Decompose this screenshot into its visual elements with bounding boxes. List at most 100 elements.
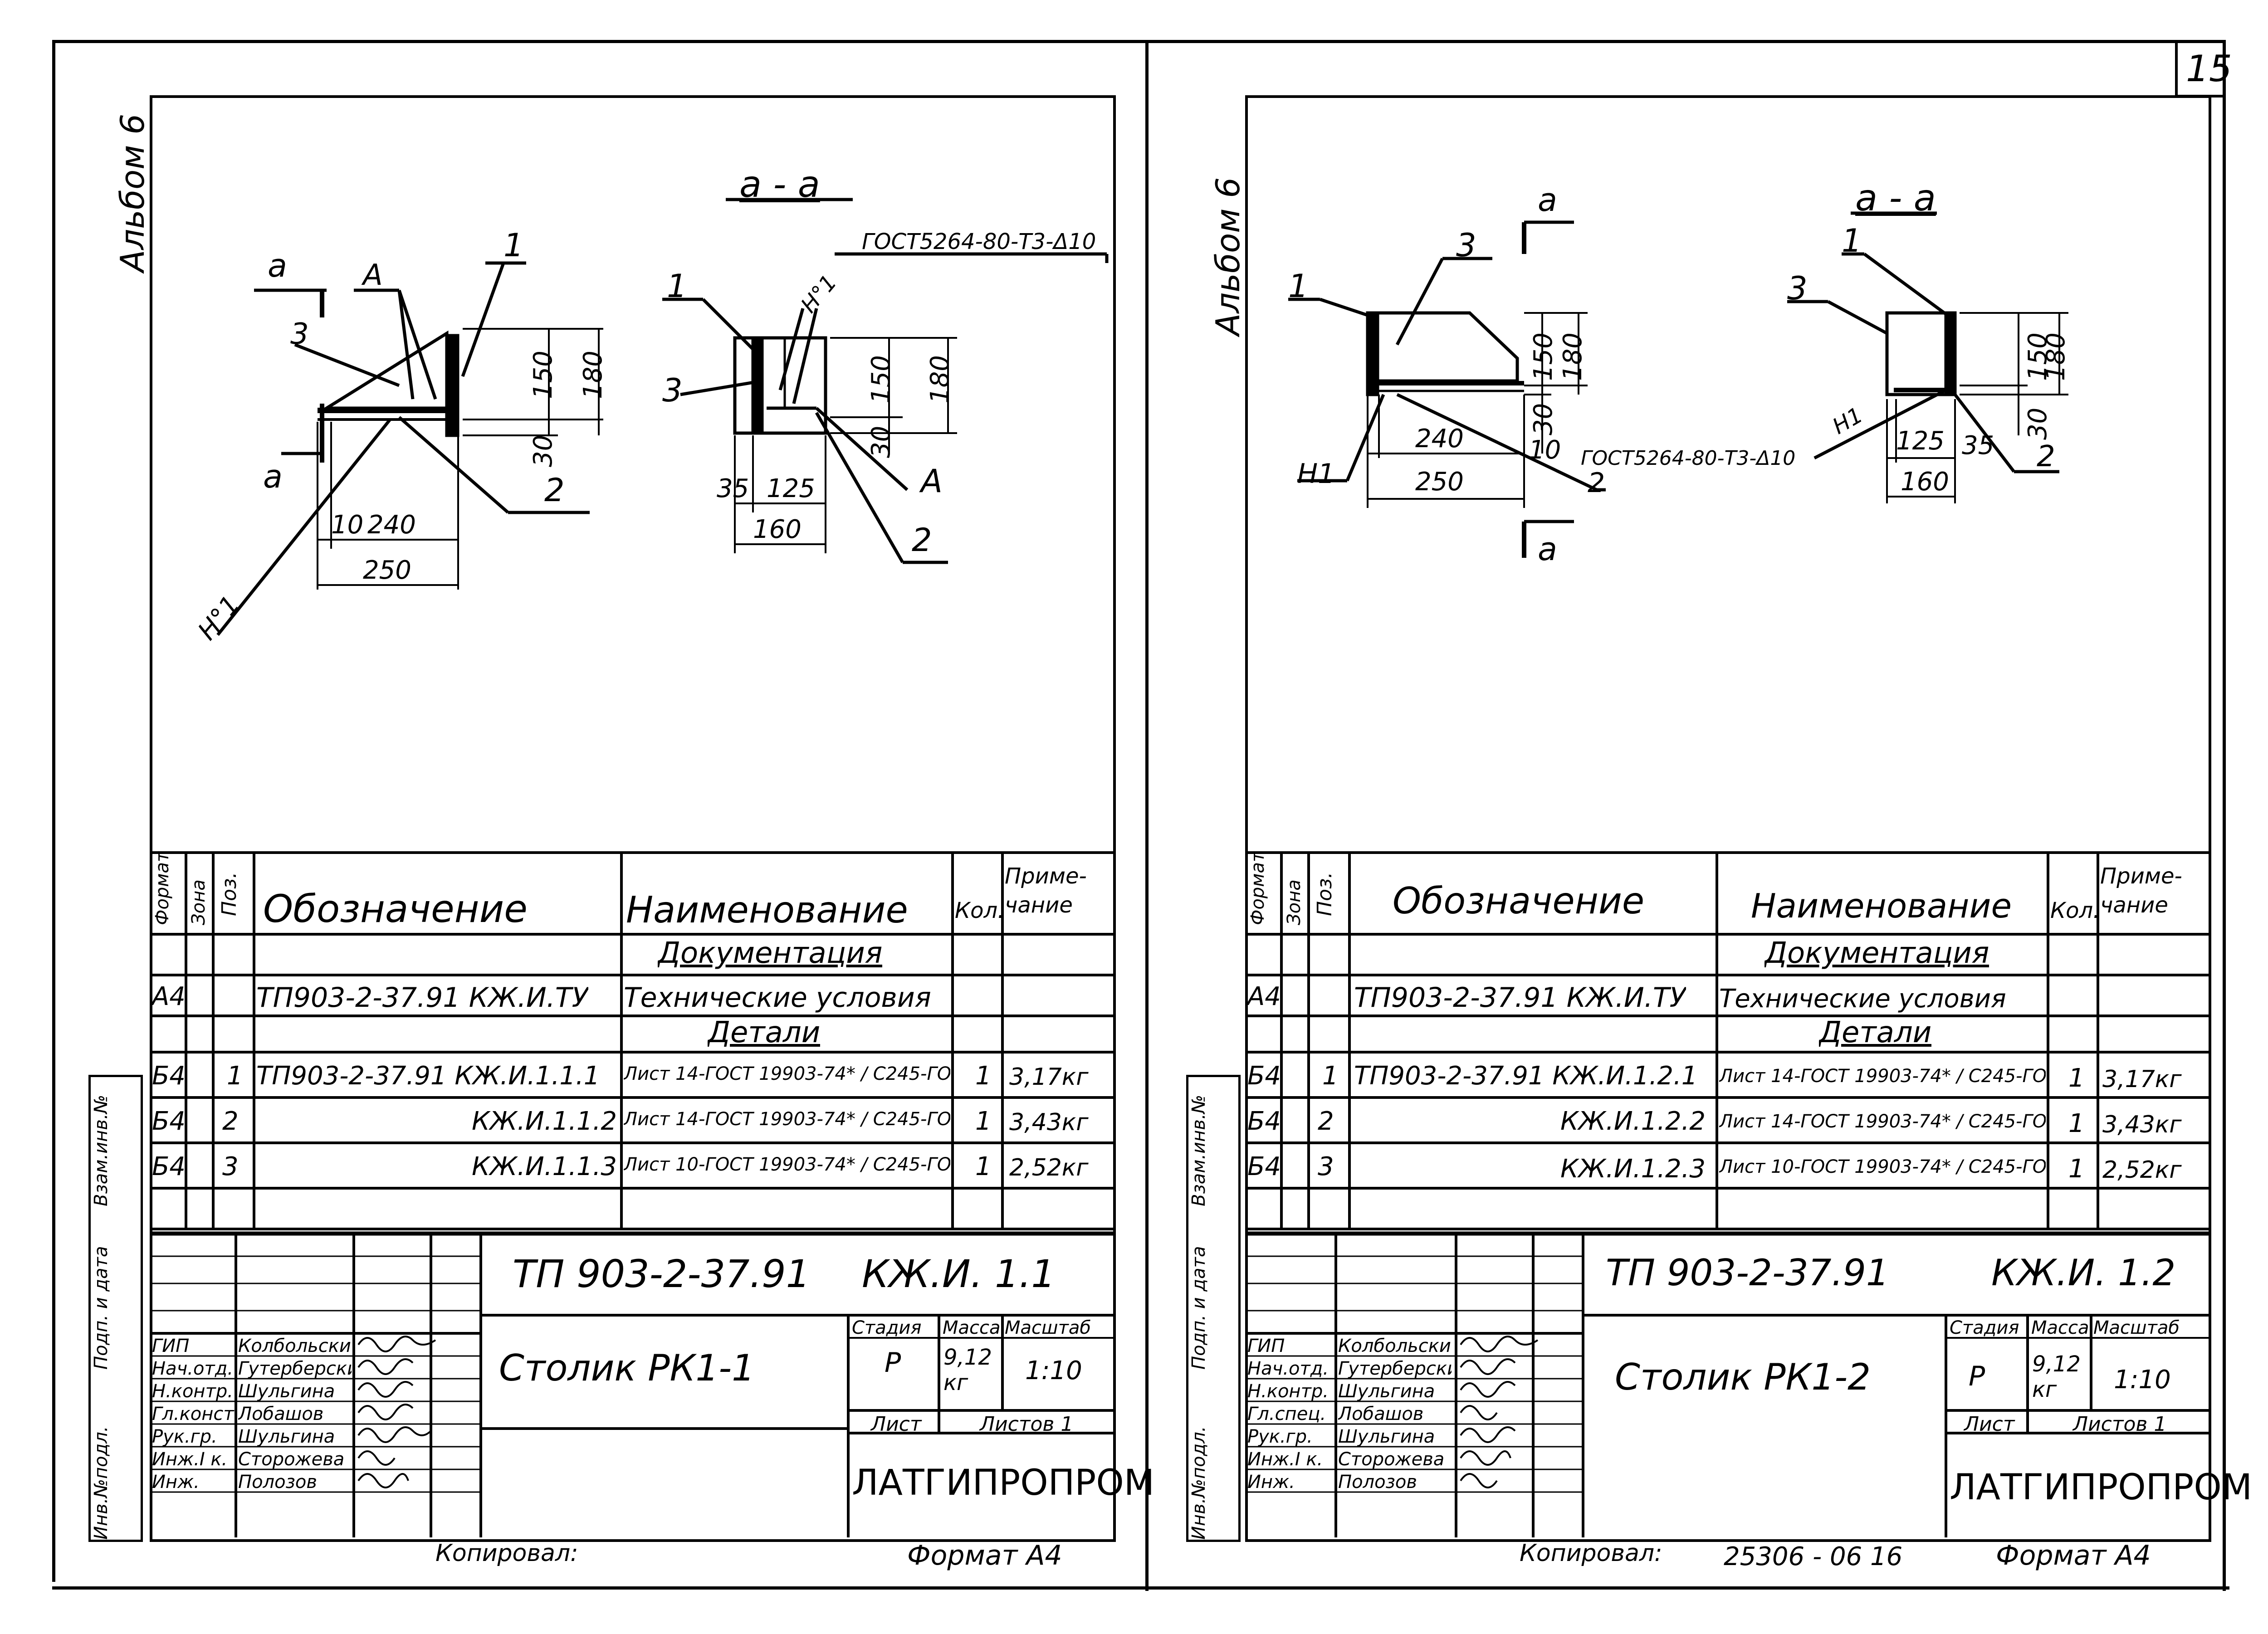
- name: Колбольский: [1338, 1336, 1452, 1356]
- right-stamp-title: Столик РК1-2: [1615, 1356, 1871, 1398]
- right-scale: 1:10: [2114, 1365, 2171, 1395]
- right-dim-240: 240: [1415, 424, 1464, 454]
- name: Шульгина: [238, 1426, 335, 1447]
- left-side-strip: [88, 1075, 143, 1542]
- spec-name: Лист 14-ГОСТ 19903-74* / С245-ГОСТ27772-…: [624, 1109, 950, 1130]
- left-dim-250: 250: [363, 556, 411, 585]
- spec-designation: КЖ.И.1.2.2: [1560, 1107, 1706, 1136]
- left-mass-h: Масса: [943, 1317, 1001, 1338]
- spec-qty: 1: [2068, 1063, 2085, 1093]
- left-dim-240: 240: [367, 510, 416, 540]
- right-format: Формат А4: [1996, 1540, 2151, 1571]
- name: Колбольский: [238, 1336, 352, 1356]
- spec-format: Б4: [1247, 1152, 1281, 1181]
- left-drawing-frame: [150, 95, 1116, 1542]
- role: ГИП: [1247, 1336, 1285, 1356]
- left-sec-pos-1: 1: [667, 268, 687, 305]
- left-pos-2: 2: [544, 472, 565, 509]
- right-dim-250: 250: [1415, 467, 1464, 497]
- spec-format: Б4: [152, 1107, 186, 1136]
- right-hdr-name: Наименование: [1751, 887, 2012, 926]
- left-sec-pos-3: 3: [662, 372, 683, 409]
- left-sec-pos-2: 2: [912, 522, 932, 559]
- left-weld: ГОСТ5264-80-Т3-Δ10: [862, 229, 1096, 254]
- spec-note: 3,43кг: [1009, 1109, 1089, 1136]
- left-sec-dim-35: 35: [717, 474, 749, 503]
- spec-note: 3,43кг: [2102, 1111, 2182, 1138]
- name: Полозов: [238, 1472, 317, 1493]
- spec-designation: ТП903-2-37.91 КЖ.И.1.1.1: [256, 1061, 600, 1091]
- role: ГИП: [152, 1336, 190, 1356]
- spec-designation: КЖ.И.1.1.3: [472, 1152, 617, 1181]
- right-side-strip: [1186, 1075, 1241, 1542]
- spec-pos: 2: [222, 1107, 239, 1136]
- left-copied: Копировал:: [435, 1540, 578, 1567]
- right-callout-a-top: а: [1538, 181, 1557, 219]
- left-stamp-title: Столик РК1-1: [499, 1347, 755, 1389]
- spec-pos: 3: [222, 1152, 239, 1181]
- name: Шульгина: [1338, 1381, 1435, 1402]
- left-format: Формат А4: [907, 1540, 1062, 1571]
- left-callout-a-top: а: [268, 247, 287, 284]
- right-sec-pos-3: 3: [1787, 270, 1808, 307]
- spec-note: 2,52кг: [2102, 1156, 2182, 1184]
- right-drawing-frame: [1245, 95, 2211, 1542]
- spec-name: Документация: [658, 937, 883, 970]
- spec-designation: КЖ.И.1.2.3: [1560, 1154, 1706, 1184]
- left-sec-dim-125: 125: [767, 474, 815, 503]
- name: Гутерберский: [238, 1358, 352, 1379]
- spec-name: Детали: [1819, 1016, 1932, 1049]
- name: Полозов: [1338, 1472, 1417, 1493]
- left-sec-label-A: А: [921, 463, 943, 500]
- role: Нач.отд.: [152, 1358, 234, 1379]
- role: Гл.конст.: [152, 1404, 240, 1424]
- spec-name: Документация: [1765, 937, 1989, 970]
- spec-name: Технические условия: [1719, 984, 2006, 1014]
- left-hdr-qty: Кол.: [955, 898, 1005, 923]
- middle-rule: [1145, 40, 1149, 1591]
- spec-format: Б4: [1247, 1061, 1281, 1091]
- spec-pos: 3: [1318, 1152, 1334, 1181]
- right-sec-dim-160: 160: [1901, 467, 1949, 497]
- left-sheet-h: Лист: [871, 1413, 922, 1436]
- top-rule-right: [1148, 40, 2226, 43]
- name: Сторожева: [1338, 1449, 1445, 1470]
- spec-qty: 1: [975, 1061, 992, 1091]
- spec-designation: ТП903-2-37.91 КЖ.И.1.2.1: [1354, 1061, 1698, 1091]
- left-mass: 9,12 кг: [943, 1345, 992, 1395]
- spec-name: Детали: [708, 1016, 821, 1049]
- right-org: ЛАТГИПРОПРОМ: [1950, 1467, 2253, 1508]
- left-stage: Р: [885, 1347, 901, 1379]
- left-org: ЛАТГИПРОПРОМ: [852, 1463, 1155, 1503]
- left-pos-3: 3: [290, 317, 309, 351]
- right-stamp-code: ТП 903-2-37.91: [1606, 1252, 1889, 1294]
- spec-qty: 1: [975, 1152, 992, 1181]
- spec-pos: 2: [1318, 1107, 1334, 1136]
- spec-note: 3,17кг: [1009, 1063, 1089, 1091]
- right-callout-a-bottom: а: [1538, 531, 1557, 568]
- role: Нач.отд.: [1247, 1358, 1329, 1379]
- right-hdr-qty: Кол.: [2050, 898, 2100, 923]
- right-pos-3: 3: [1456, 227, 1476, 264]
- spec-name: Лист 10-ГОСТ 19903-74* / С245-ГОСТ27772-…: [624, 1154, 950, 1175]
- role: Рук.гр.: [152, 1426, 217, 1447]
- left-stamp-mark: КЖ.И. 1.1: [862, 1252, 1056, 1296]
- spec-format: А4: [1247, 982, 1281, 1011]
- right-weld: ГОСТ5264-80-Т3-Δ10: [1581, 447, 1796, 470]
- spec-note: 2,52кг: [1009, 1154, 1089, 1181]
- role: Н.контр.: [152, 1381, 233, 1402]
- spec-qty: 1: [2068, 1109, 2085, 1138]
- spec-name: Лист 14-ГОСТ 19903-74* / С245-ГОСТ 27772…: [1719, 1066, 2046, 1087]
- role: Инж.I к.: [1247, 1449, 1323, 1470]
- right-sec-dim-125: 125: [1896, 426, 1945, 456]
- left-hdr-designation: Обозначение: [263, 887, 528, 931]
- right-scale-h: Масштаб: [2093, 1317, 2180, 1338]
- spec-designation: ТП903-2-37.91 КЖ.И.ТУ: [1354, 982, 1686, 1014]
- left-label-A: А: [363, 259, 383, 292]
- left-sec-dim-160: 160: [753, 515, 802, 544]
- bottom-rule: [52, 1586, 2229, 1590]
